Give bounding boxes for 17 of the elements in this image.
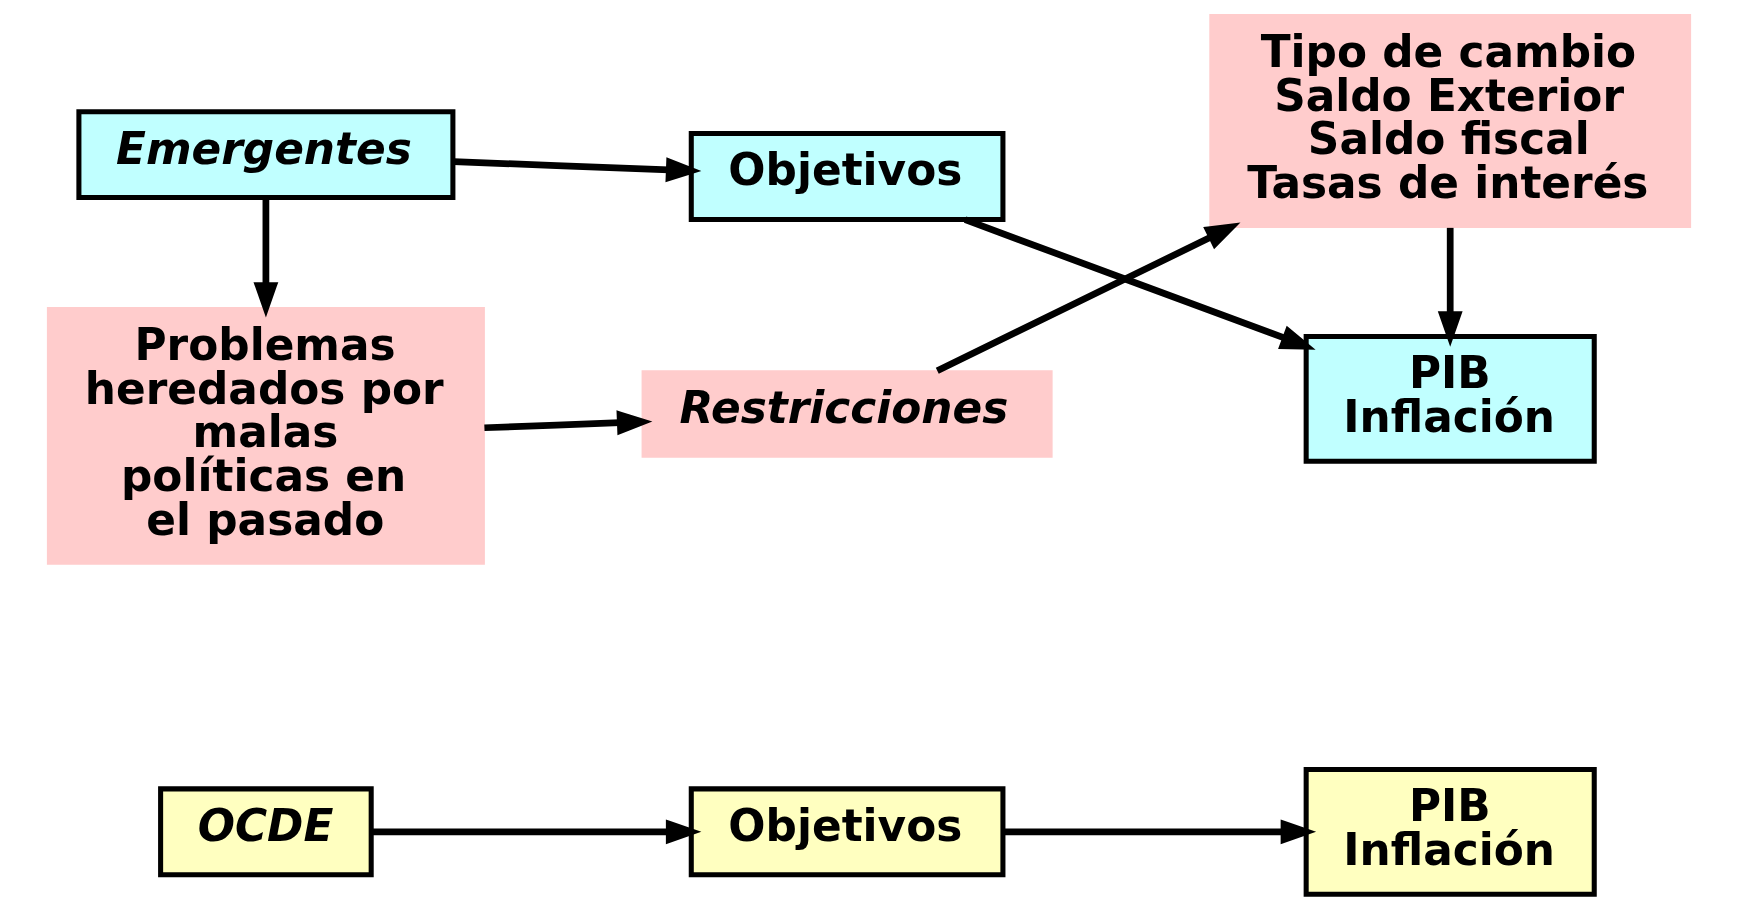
node-box: OCDE (157, 786, 374, 878)
arrow (935, 222, 1240, 374)
node-box: PIB Inflación (1303, 767, 1597, 897)
node-box: Problemas heredados por malas políticas en el pasado (46, 307, 485, 565)
arrow (1002, 819, 1316, 845)
node-box: Tipo de cambio Saldo Exterior Saldo fiscal Tasas de interés (1208, 13, 1691, 228)
arrow (252, 197, 278, 318)
node-box: PIB Inflación (1303, 334, 1597, 464)
arrow (452, 157, 701, 183)
node-box: Emergentes (75, 109, 455, 201)
node-box: Objetivos (688, 131, 1005, 222)
arrow (371, 819, 701, 845)
arrow (483, 410, 652, 436)
node-box: Restricciones (641, 370, 1053, 458)
node-box: Objetivos (688, 786, 1005, 878)
arrow (1437, 227, 1463, 347)
arrow (963, 216, 1316, 350)
